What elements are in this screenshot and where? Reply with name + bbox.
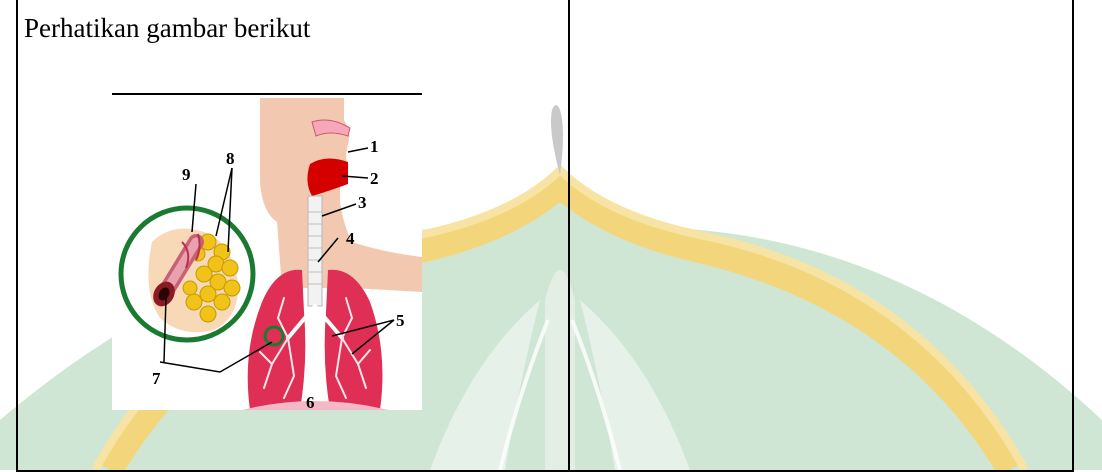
- figure-label-6: 6: [306, 393, 315, 410]
- figure-label-5: 5: [396, 311, 405, 330]
- figure-label-4: 4: [346, 229, 355, 248]
- document-table: Perhatikan gambar berikut: [16, 0, 1074, 472]
- figure-label-1: 1: [370, 137, 379, 156]
- figure-label-9: 9: [182, 165, 191, 184]
- figure-label-2: 2: [370, 169, 379, 188]
- figure-label-8: 8: [226, 149, 235, 168]
- answer-cell: [569, 0, 1073, 471]
- figure-label-3: 3: [358, 193, 367, 212]
- figure-label-7: 7: [152, 369, 161, 388]
- respiratory-system-diagram-icon: 1 2 3 4 5 6 7 8 9: [112, 92, 422, 410]
- question-cell: Perhatikan gambar berikut: [17, 0, 569, 471]
- question-instruction: Perhatikan gambar berikut: [24, 13, 310, 44]
